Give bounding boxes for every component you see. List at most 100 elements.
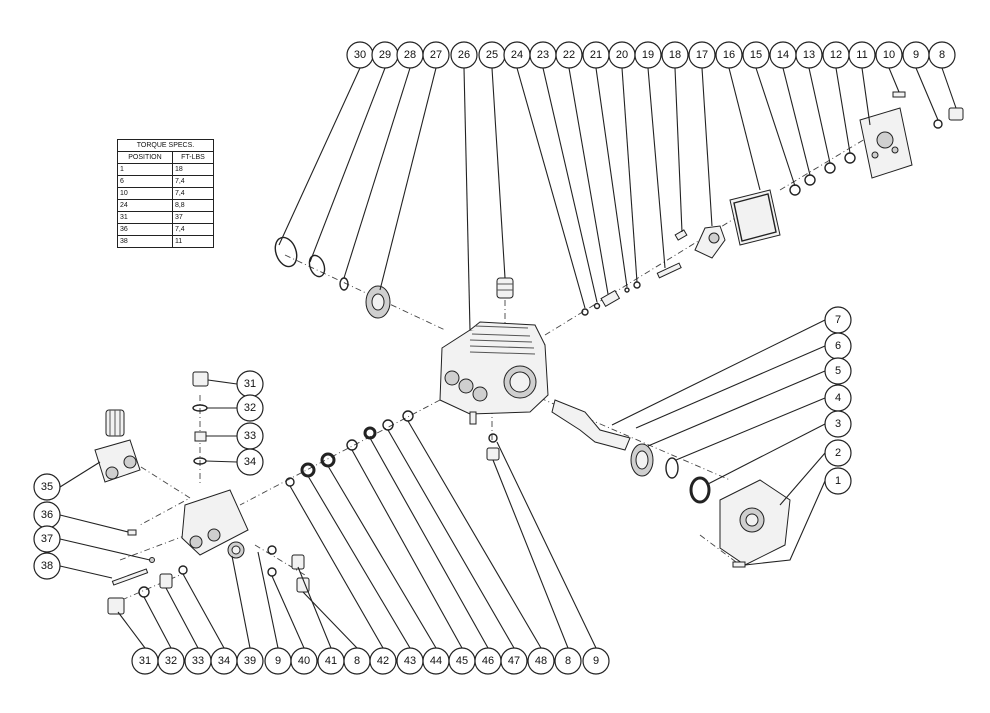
svg-text:38: 38 [41,560,53,572]
svg-text:9: 9 [275,655,281,667]
leaders-right [611,319,826,566]
svg-text:21: 21 [590,49,602,61]
table-cell: 24 [117,199,173,212]
balloon: 9 [264,647,292,675]
rear-cover-11 [859,107,913,179]
svg-text:7: 7 [835,314,841,326]
balloons-right-column: 7 6 5 4 3 2 1 [824,306,852,495]
svg-text:9: 9 [593,655,599,667]
svg-text:8: 8 [354,655,360,667]
table-cell: 10 [117,187,173,200]
balloon: 46 [474,647,502,675]
svg-text:17: 17 [696,49,708,61]
balloon: 13 [795,41,823,69]
manifold-caps [192,371,209,465]
svg-text:43: 43 [404,655,416,667]
balloon: 39 [236,647,264,675]
balloon: 17 [688,41,716,69]
balloon: 44 [422,647,450,675]
svg-text:8: 8 [565,655,571,667]
balloon: 9 [902,41,930,69]
balloon: 19 [634,41,662,69]
leaders-bottom [117,420,597,649]
column-header: POSITION [117,151,173,164]
balloon: 28 [396,41,424,69]
balloon: 16 [715,41,743,69]
balloon: 31 [236,370,264,398]
crankshaft-7 [551,399,631,451]
table-row: 6 7,4 [117,175,215,188]
piston-seals-42-48 [285,410,500,487]
balloon: 33 [236,422,264,450]
small-seals-24-20 [581,281,641,316]
manifold-head [111,489,249,586]
svg-text:20: 20 [616,49,628,61]
svg-text:3: 3 [835,418,841,430]
balloon: 29 [371,41,399,69]
flange-2 [719,479,791,566]
balloon: 21 [582,41,610,69]
balloon: 37 [33,525,61,553]
balloon: 30 [346,41,374,69]
balloon: 22 [555,41,583,69]
svg-text:37: 37 [41,533,53,545]
balloon: 27 [422,41,450,69]
table-header-row: POSITION FT-LBS [117,151,215,164]
balloon: 34 [236,448,264,476]
svg-text:4: 4 [835,392,841,404]
svg-text:39: 39 [244,655,256,667]
svg-text:26: 26 [458,49,470,61]
table-row: 1 18 [117,163,215,176]
rear-seals-group [274,236,391,319]
bottom-valves [107,545,310,615]
svg-text:11: 11 [856,49,867,61]
svg-text:13: 13 [803,49,815,61]
part-30-seal [274,236,298,268]
svg-text:31: 31 [139,655,151,667]
table-cell: 1 [117,163,173,176]
balloon: 38 [33,552,61,580]
svg-text:2: 2 [835,447,841,459]
balloon: 31 [131,647,159,675]
svg-text:34: 34 [244,456,256,468]
svg-text:22: 22 [563,49,575,61]
balloon: 4 [824,384,852,412]
table-row: 36 7,4 [117,223,215,236]
svg-text:29: 29 [379,49,391,61]
balloon: 45 [448,647,476,675]
svg-text:45: 45 [456,655,468,667]
balloons-left-column: 35 36 37 38 [33,473,61,580]
balloon: 1 [824,467,852,495]
svg-text:44: 44 [430,655,442,667]
snap-ring-4 [665,457,679,479]
balloons-bottom-row: 31 32 33 34 39 9 40 41 8 42 43 44 45 46 … [131,647,610,675]
svg-text:41: 41 [325,655,337,667]
svg-text:48: 48 [535,655,547,667]
table-row: 24 8,8 [117,199,215,212]
table-row: 10 7,4 [117,187,215,200]
table-row: 38 11 [117,235,215,248]
balloon: 40 [290,647,318,675]
part-29-snap-ring [308,254,326,278]
balloon: 32 [236,394,264,422]
svg-text:31: 31 [244,378,256,390]
balloon: 36 [33,501,61,529]
svg-text:12: 12 [830,49,842,61]
connecting-rod-17-19 [656,225,726,279]
svg-text:36: 36 [41,509,53,521]
svg-text:25: 25 [486,49,498,61]
table-row: 31 37 [117,211,215,224]
table-cell: 31 [117,211,173,224]
table-title: TORQUE SPECS. [117,139,214,152]
balloons-manifold-column: 31 32 33 34 [236,370,264,476]
svg-text:5: 5 [835,365,841,377]
svg-text:33: 33 [192,655,204,667]
balloon: 35 [33,473,61,501]
svg-text:47: 47 [508,655,520,667]
table-cell: 36 [117,223,173,236]
balloon: 9 [582,647,610,675]
table-cell: 8,8 [171,199,215,212]
svg-text:30: 30 [354,49,366,61]
balloon: 23 [529,41,557,69]
seal-3 [689,476,711,504]
